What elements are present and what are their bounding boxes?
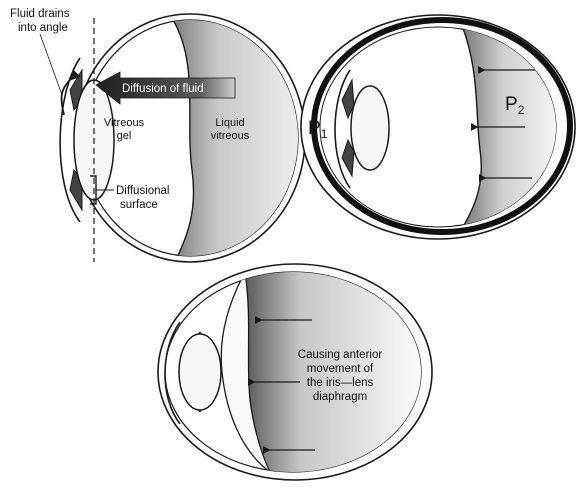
label-vitreous-gel-1: Vitreous [104, 117, 145, 129]
caption-line-2: movement of [307, 363, 374, 375]
label-diffusion-of-fluid: Diffusion of fluid [122, 83, 204, 95]
fluid-drains-leader [40, 34, 62, 95]
label-fluid-drains-2: into angle [18, 22, 68, 34]
lens [351, 86, 389, 170]
label-fluid-drains-1: Fluid drains [10, 8, 70, 20]
eye-panel-anterior-movement: Causing anterior movement of the iris—le… [158, 264, 432, 480]
label-diffusional-surface-2: surface [120, 199, 158, 211]
drain-arrow [62, 80, 70, 115]
label-liquid-vitreous-1: Liquid [215, 117, 244, 129]
lens [179, 334, 221, 410]
label-vitreous-gel-2: gel [117, 130, 132, 142]
caption-line-3: the iris—lens [307, 377, 374, 389]
caption-line-1: Causing anterior [298, 349, 383, 361]
eye-panel-fluid-diffusion: Fluid drains into angle Diffusion of flu… [10, 8, 310, 262]
label-liquid-vitreous-2: vitreous [211, 130, 250, 142]
eye-panel-pressure: P1 P2 [301, 15, 575, 239]
caption-line-4: diaphragm [313, 391, 367, 403]
label-diffusional-surface-1: Diffusional [116, 185, 170, 197]
